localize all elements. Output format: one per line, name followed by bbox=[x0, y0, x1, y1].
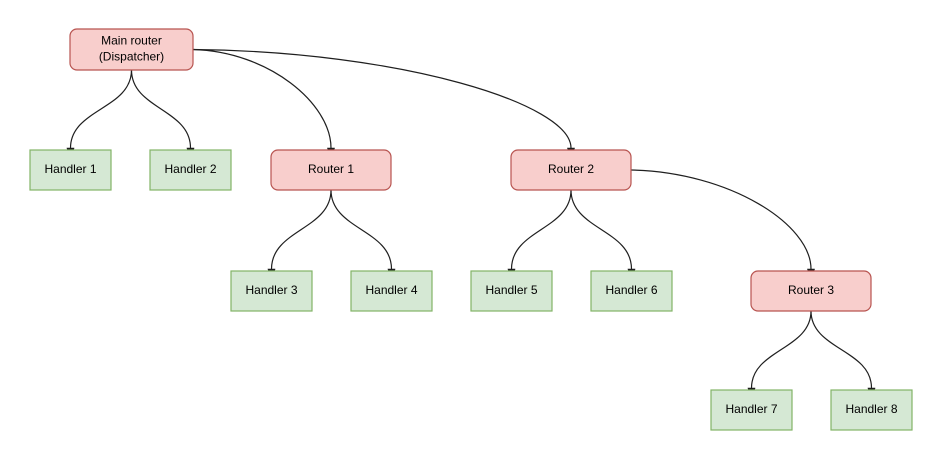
node-shape-handler-6[interactable] bbox=[590, 270, 673, 312]
edges-layer bbox=[66, 48, 876, 398]
node-handler-8[interactable]: Handler 8 bbox=[830, 389, 913, 431]
node-handler-6[interactable]: Handler 6 bbox=[590, 270, 673, 312]
node-shape-handler-3[interactable] bbox=[230, 270, 313, 312]
edge-main-to-handler-2 bbox=[130, 69, 195, 158]
nodes-layer: Main router (Dispatcher) Handler 1 Handler … bbox=[29, 28, 913, 431]
node-handler-4[interactable]: Handler 4 bbox=[350, 270, 433, 312]
node-label-handler-1: Handler 1 bbox=[44, 162, 96, 176]
node-label-router-1: Router 1 bbox=[308, 162, 354, 176]
node-handler-2[interactable]: Handler 2 bbox=[149, 149, 232, 191]
edge-router-3-to-handler-7 bbox=[747, 310, 812, 398]
node-shape-handler-7[interactable] bbox=[710, 389, 793, 431]
node-label-router-3: Router 3 bbox=[788, 283, 834, 297]
node-shape-handler-4[interactable] bbox=[350, 270, 433, 312]
node-label-handler-8: Handler 8 bbox=[845, 402, 897, 416]
node-handler-5[interactable]: Handler 5 bbox=[470, 270, 553, 312]
node-main-router[interactable]: Main router (Dispatcher) bbox=[69, 28, 194, 71]
edge-main-to-router-1 bbox=[192, 48, 335, 158]
edge-router-2-to-handler-5 bbox=[507, 189, 572, 279]
node-shape-handler-2[interactable] bbox=[149, 149, 232, 191]
node-label-handler-5: Handler 5 bbox=[485, 283, 537, 297]
node-shape-handler-8[interactable] bbox=[830, 389, 913, 431]
node-shape-router-2[interactable] bbox=[510, 149, 632, 191]
node-label-handler-2: Handler 2 bbox=[164, 162, 216, 176]
node-handler-1[interactable]: Handler 1 bbox=[29, 149, 112, 191]
node-label-main-router: Main router bbox=[101, 34, 162, 48]
edge-main-to-router-2 bbox=[192, 48, 575, 158]
node-shape-handler-5[interactable] bbox=[470, 270, 553, 312]
edge-router-3-to-handler-8 bbox=[810, 310, 876, 398]
node-router-2[interactable]: Router 2 bbox=[510, 149, 632, 191]
node-router-3[interactable]: Router 3 bbox=[750, 270, 872, 312]
node-label-handler-6: Handler 6 bbox=[605, 283, 657, 297]
edge-router-2-to-router-3 bbox=[630, 169, 815, 279]
node-shape-router-3[interactable] bbox=[750, 270, 872, 312]
node-label-handler-3: Handler 3 bbox=[245, 283, 297, 297]
node-router-1[interactable]: Router 1 bbox=[270, 149, 392, 191]
node-shape-main-router[interactable] bbox=[69, 28, 194, 71]
node-shape-handler-1[interactable] bbox=[29, 149, 112, 191]
node-handler-3[interactable]: Handler 3 bbox=[230, 270, 313, 312]
edge-router-2-to-handler-6 bbox=[570, 189, 636, 279]
node-shape-router-1[interactable] bbox=[270, 149, 392, 191]
edge-main-to-handler-1 bbox=[66, 69, 133, 158]
edge-router-1-to-handler-4 bbox=[330, 189, 396, 279]
node-label-router-2: Router 2 bbox=[548, 162, 594, 176]
node-handler-7[interactable]: Handler 7 bbox=[710, 389, 793, 431]
node-label-handler-4: Handler 4 bbox=[365, 283, 417, 297]
node-label-main-router: (Dispatcher) bbox=[99, 50, 164, 64]
edge-router-1-to-handler-3 bbox=[267, 189, 332, 279]
node-label-handler-7: Handler 7 bbox=[725, 402, 777, 416]
